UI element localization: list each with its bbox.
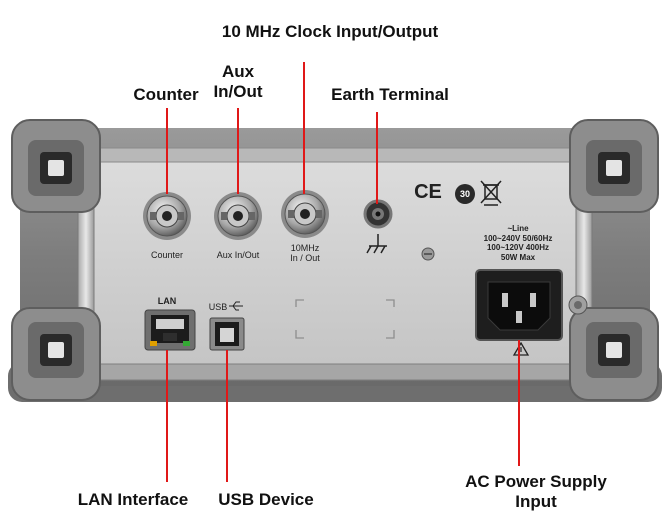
aux-callout-label: Aux In/Out <box>198 62 278 102</box>
power-spec-title: ~Line <box>507 224 529 233</box>
usb-port-label: USB <box>208 302 228 312</box>
lan-callout-label: LAN Interface <box>77 490 189 509</box>
power-spec-line1: 100~240V 50/60Hz <box>483 233 553 243</box>
power-spec-line2: 100~120V 400Hz <box>486 243 550 252</box>
earth-terminal <box>363 199 393 229</box>
right-rail-screw <box>568 295 588 315</box>
blank-panel-cutout <box>295 299 395 339</box>
ground-symbol-icon <box>366 234 387 254</box>
usb-callout-label: USB Device <box>218 490 314 509</box>
ac-callout-line1: AC Power Supply <box>465 472 607 491</box>
recycle-mark-icon <box>455 184 475 204</box>
ac-callout-line2: Input <box>515 492 557 511</box>
clock-bnc-connector <box>281 190 329 238</box>
ce-mark: CE <box>414 181 442 203</box>
age-mark: 30 <box>459 189 470 199</box>
counter-port-label: Counter <box>150 250 184 260</box>
clock-callout-line <box>303 62 305 194</box>
clock-port-label: 10MHz In / Out <box>283 243 327 263</box>
usb-symbol-icon <box>229 301 243 311</box>
aux-bnc-connector <box>214 192 262 240</box>
warning-triangle-icon <box>512 341 530 356</box>
usb-port <box>209 317 245 351</box>
ac-power-inlet <box>475 269 563 341</box>
earth-callout-label: Earth Terminal <box>331 85 449 104</box>
counter-bnc-connector <box>143 192 191 240</box>
counter-callout-label: Counter <box>133 85 199 104</box>
ac-callout-line <box>518 340 520 466</box>
aux-callout-line <box>237 108 239 194</box>
panel-screw <box>421 247 435 261</box>
power-spec-line3: 50W Max <box>500 252 536 262</box>
counter-callout-line <box>166 108 168 194</box>
panel-bottom-rail <box>79 363 591 381</box>
lan-callout-line <box>166 350 168 482</box>
aux-callout-line2: In/Out <box>213 82 263 101</box>
clock-port-label-line1: 10MHz <box>290 243 320 253</box>
aux-port-label: Aux In/Out <box>216 250 260 260</box>
usb-callout-line <box>226 350 228 482</box>
aux-callout-line1: Aux <box>221 62 255 81</box>
earth-callout-line <box>376 112 378 204</box>
clock-callout-label: 10 MHz Clock Input/Output <box>221 22 439 41</box>
weee-bin-icon <box>480 180 502 206</box>
panel-top-rail <box>79 147 591 163</box>
clock-port-label-line2: In / Out <box>290 253 320 263</box>
power-spec-block: ~Line 100~240V 50/60Hz 100~120V 400Hz 50… <box>470 224 566 262</box>
lan-port-label: LAN <box>157 296 177 306</box>
ac-callout-label: AC Power Supply Input <box>444 472 628 512</box>
lan-port <box>144 309 196 351</box>
